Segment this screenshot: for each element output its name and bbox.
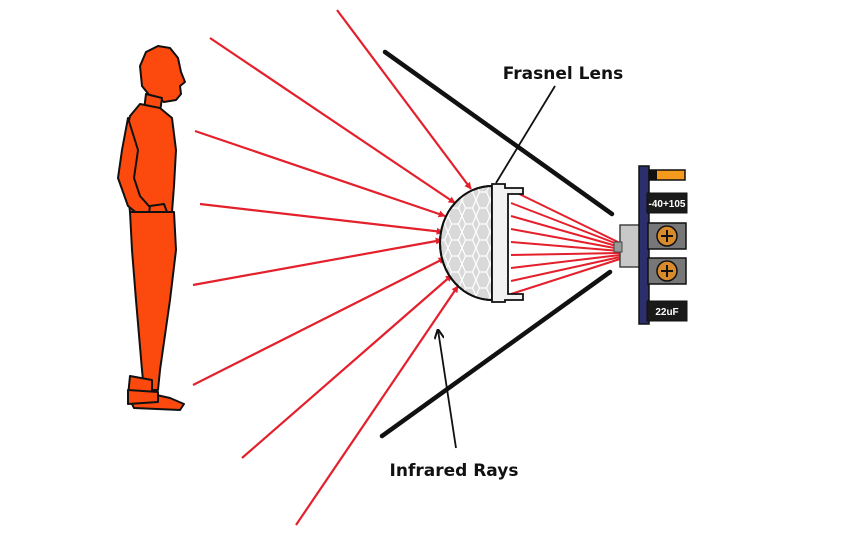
fresnel-lens-dome: [439, 183, 524, 303]
pir-sensor-board: -40+105 22uF: [638, 165, 688, 325]
pir-sensor-element: [613, 224, 643, 268]
infrared-rays-incoming: [192, 9, 472, 526]
temp-range-label: -40+105: [649, 199, 686, 210]
lens-label: Frasnel Lens: [503, 64, 623, 84]
capacitor-label: 22uF: [655, 307, 678, 318]
potentiometer-icon: [647, 257, 687, 285]
person-silhouette: [117, 45, 186, 411]
potentiometer-icon: [647, 222, 687, 250]
callout-lines: [438, 85, 556, 449]
field-of-view-lines: [379, 49, 615, 439]
infrared-rays-focused: [510, 189, 621, 295]
rays-label: Infrared Rays: [390, 461, 519, 481]
